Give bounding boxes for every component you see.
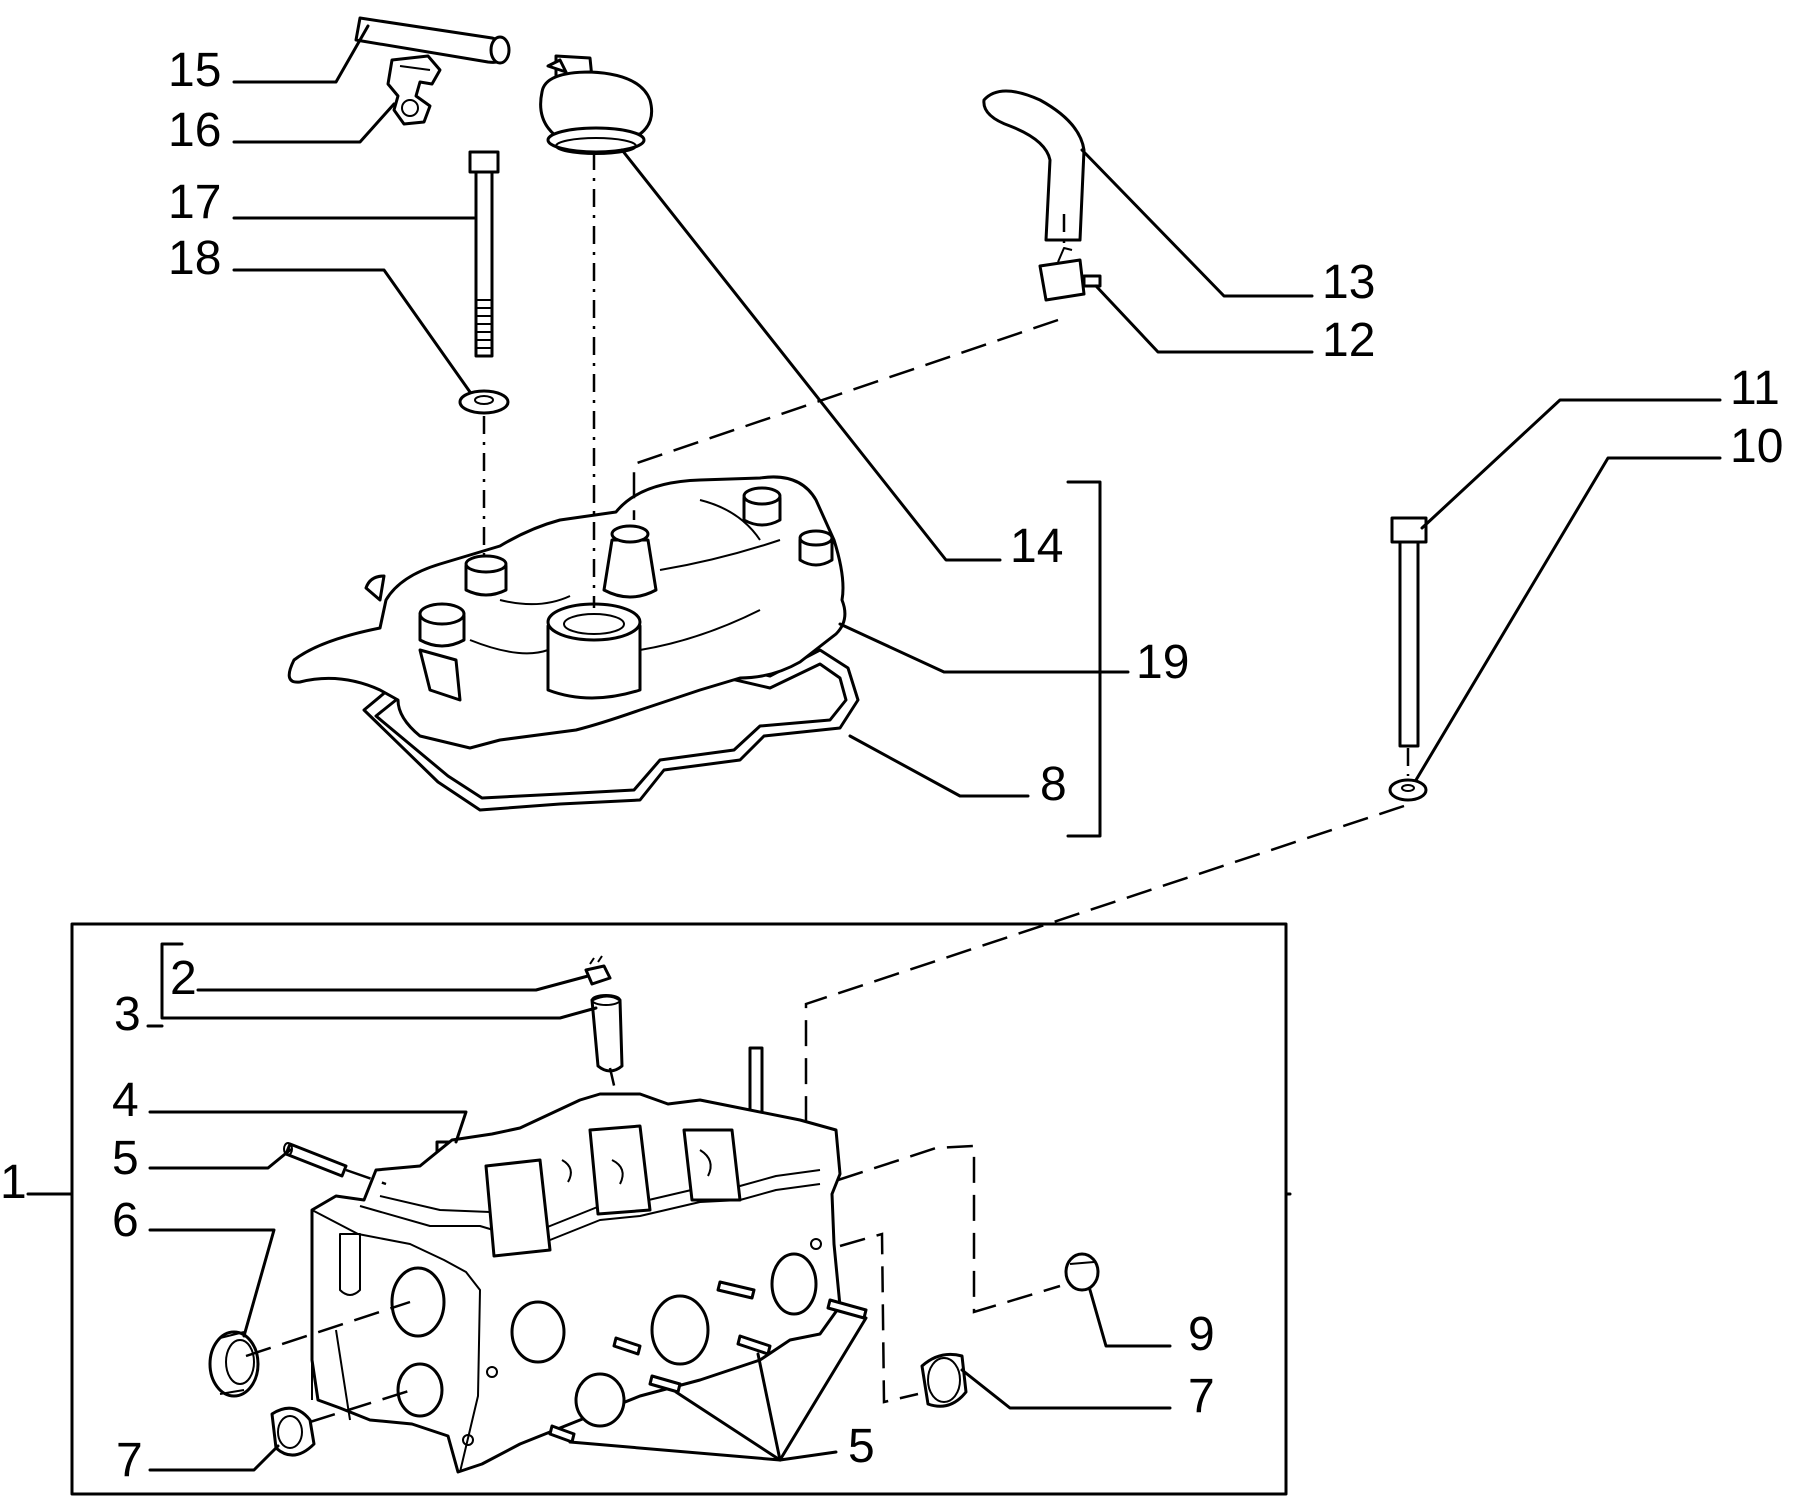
callout-13: 13 bbox=[1322, 256, 1375, 309]
curved-hose-part-13 bbox=[982, 89, 1086, 242]
callout-15: 15 bbox=[168, 44, 221, 97]
sensor-part-2 bbox=[584, 955, 612, 986]
seal-ring-part-6 bbox=[208, 1330, 260, 1398]
alignment-lines-lower bbox=[245, 1067, 1061, 1424]
callout-labels: 15 16 17 18 14 13 12 11 10 19 8 1 2 3 4 … bbox=[0, 44, 1783, 1487]
callout-17: 17 bbox=[168, 176, 221, 229]
callout-1: 1 bbox=[0, 1156, 27, 1209]
callout-12: 12 bbox=[1322, 314, 1375, 367]
callout-16: 16 bbox=[168, 104, 221, 157]
callout-7-right: 7 bbox=[1188, 1370, 1215, 1423]
callout-3: 3 bbox=[114, 988, 141, 1041]
cap-part-9 bbox=[1064, 1252, 1100, 1292]
clamp-part-16 bbox=[386, 54, 442, 126]
callout-8: 8 bbox=[1040, 758, 1067, 811]
callout-5-bottom: 5 bbox=[848, 1420, 875, 1473]
callout-7-left: 7 bbox=[116, 1434, 143, 1487]
pin-part-5 bbox=[283, 1142, 348, 1178]
callout-9: 9 bbox=[1188, 1308, 1215, 1361]
fitting-part-12 bbox=[1038, 247, 1102, 302]
washer-part-18 bbox=[458, 389, 510, 415]
cylinder-head-part-1 bbox=[310, 1092, 868, 1474]
callout-4: 4 bbox=[112, 1074, 139, 1127]
callout-14: 14 bbox=[1010, 520, 1063, 573]
cylinder-head-frame bbox=[70, 922, 1288, 1496]
hose-part-15 bbox=[354, 16, 511, 65]
breather-valve-part-14 bbox=[539, 54, 654, 155]
valve-cover-part-19 bbox=[287, 475, 847, 750]
leader-lines bbox=[26, 24, 1722, 1472]
plug-part-7-right bbox=[920, 1352, 968, 1408]
bolt-part-11 bbox=[1390, 516, 1428, 748]
callout-10: 10 bbox=[1730, 420, 1783, 473]
washer-part-10 bbox=[1388, 778, 1428, 802]
callout-5-top: 5 bbox=[112, 1132, 139, 1185]
callout-11: 11 bbox=[1730, 362, 1780, 415]
callout-2: 2 bbox=[170, 952, 197, 1005]
alignment-lines-upper bbox=[482, 152, 1410, 1136]
bolt-part-17 bbox=[468, 150, 500, 358]
callout-19: 19 bbox=[1136, 636, 1189, 689]
callout-6: 6 bbox=[112, 1194, 139, 1247]
callout-18: 18 bbox=[168, 232, 221, 285]
plug-part-7-left bbox=[270, 1406, 316, 1457]
sleeve-part-3 bbox=[590, 994, 624, 1073]
